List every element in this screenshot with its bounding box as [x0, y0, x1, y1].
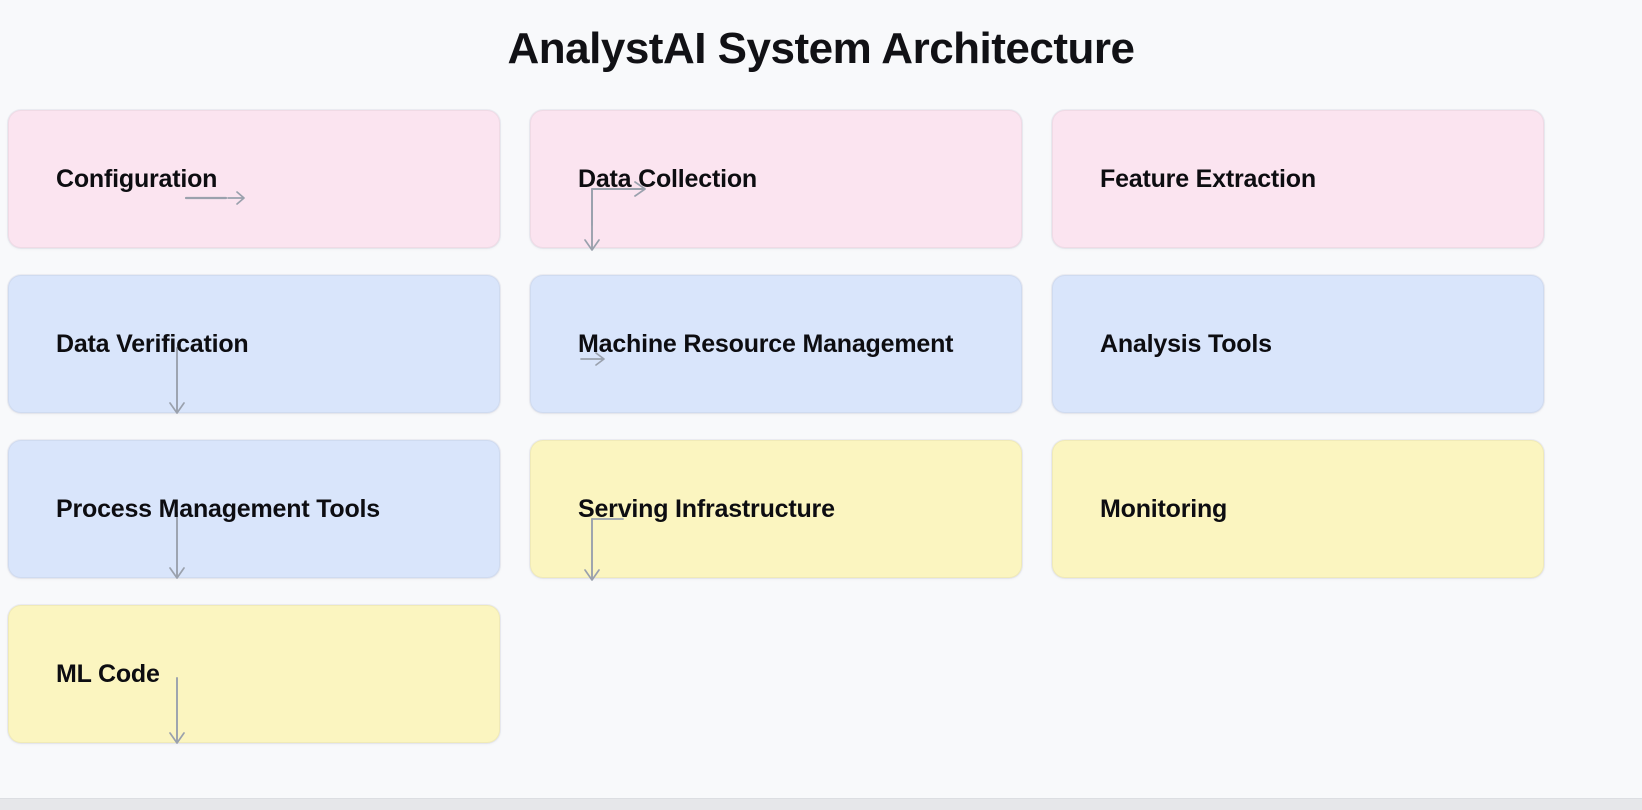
node-ml-code[interactable]: ML Code	[8, 605, 500, 744]
page-title: AnalystAI System Architecture	[507, 24, 1135, 73]
bottom-strip	[0, 798, 1642, 810]
arrow-down-icon	[157, 672, 197, 756]
node-label: Monitoring	[1100, 494, 1228, 523]
node-label: Configuration	[56, 164, 218, 193]
node-label: Machine Resource Management	[578, 329, 954, 358]
node-label: Analysis Tools	[1100, 329, 1272, 358]
node-serving-infrastructure[interactable]: Serving Infrastructure	[530, 440, 1022, 581]
architecture-grid: Configuration Data Collection Featur	[8, 110, 1634, 744]
node-label: Process Management Tools	[56, 494, 380, 523]
node-feature-extraction[interactable]: Feature Extraction	[1052, 110, 1544, 248]
node-data-verification[interactable]: Data Verification	[8, 275, 500, 414]
node-label: Data Collection	[578, 164, 757, 193]
node-label: Feature Extraction	[1100, 164, 1316, 193]
node-label: Serving Infrastructure	[578, 494, 835, 523]
node-process-management-tools[interactable]: Process Management Tools	[8, 440, 500, 579]
node-monitoring[interactable]: Monitoring	[1052, 440, 1544, 578]
node-analysis-tools[interactable]: Analysis Tools	[1052, 275, 1544, 413]
node-label: Data Verification	[56, 329, 249, 358]
node-label: ML Code	[56, 659, 160, 688]
node-machine-resource-management[interactable]: Machine Resource Management	[530, 275, 1022, 413]
node-data-collection[interactable]: Data Collection	[530, 110, 1022, 251]
node-configuration[interactable]: Configuration	[8, 110, 500, 248]
